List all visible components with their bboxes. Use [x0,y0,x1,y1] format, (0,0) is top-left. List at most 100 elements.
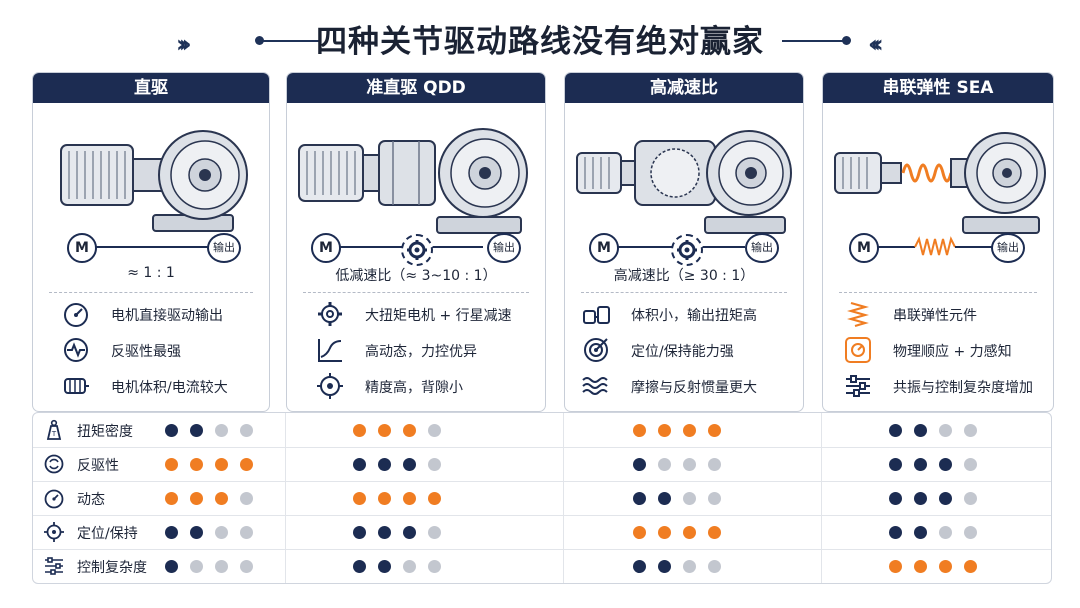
rating-dot [428,560,441,573]
rating-dot [190,492,203,505]
svg-text:T: T [51,430,57,438]
rating-dot [708,424,721,437]
rating-dot [914,526,927,539]
rating-dot [964,424,977,437]
gear-stage-node [671,234,703,266]
rating-dot [428,458,441,471]
table-row-backdrivability: 反驱性 [33,447,1051,482]
rating-dot [633,526,646,539]
rating-dot [914,492,927,505]
spring-icon [846,301,870,328]
table-row-torque-density: T 扭矩密度 [33,413,1051,448]
rating-dot [428,526,441,539]
card-high-ratio: 高减速比 M 输出 高减速比（≥ 30 : 1） 体积小，输出扭矩高 定位/保持… [564,72,804,412]
rating-dot [658,492,671,505]
rating-dot [165,560,178,573]
motor-node: M [67,233,97,263]
rating-dot [240,560,253,573]
rating-dot [889,424,902,437]
rating-dot [708,492,721,505]
rating-dot [240,424,253,437]
rating-dot [889,492,902,505]
table-row-dynamics: 动态 [33,481,1051,516]
divider [49,292,253,293]
rating-dot [190,560,203,573]
rating-dot [658,424,671,437]
rating-dot [403,492,416,505]
divider [839,292,1037,293]
card-title: 高减速比 [565,73,803,103]
rating-dot [403,458,416,471]
gear-icon [407,240,427,260]
rating-dot [165,492,178,505]
output-node: 输出 [991,233,1025,263]
rating-dot [658,458,671,471]
rating-dot [378,458,391,471]
rating-dot [939,424,952,437]
rating-dot [428,492,441,505]
table-row-control-complexity: 控制复杂度 [33,549,1051,583]
rating-dot [964,458,977,471]
rating-dot [403,424,416,437]
rating-dot [683,560,696,573]
rating-dot [914,458,927,471]
rating-dot [215,424,228,437]
rating-dot [889,458,902,471]
qdd-motor-illustration [298,128,528,234]
motor-node: M [311,233,341,263]
rating-dot [708,560,721,573]
output-node: 输出 [745,233,779,263]
table-row-positioning: 定位/保持 [33,515,1051,550]
ratio-label: 低减速比（≈ 3~10 : 1） [335,268,497,284]
rating-dot [353,560,366,573]
rating-dot [215,526,228,539]
high-ratio-motor-illustration [576,130,792,234]
rating-dot [378,424,391,437]
ratio-label: ≈ 1 : 1 [127,265,175,281]
rating-dot [683,458,696,471]
rating-dot [683,526,696,539]
title-rule-dot-right [842,36,851,45]
rating-dot [353,492,366,505]
drive-chain-flow [81,246,213,248]
rating-dot [633,424,646,437]
crosshair-icon [44,522,64,542]
rating-dot [240,458,253,471]
card-title: 直驱 [33,73,269,103]
rating-dot [939,458,952,471]
rating-dot [708,526,721,539]
rating-dot [428,424,441,437]
rating-dot [378,560,391,573]
target-icon [584,338,608,362]
divider [581,292,787,293]
curve-icon [318,339,342,362]
rating-dot [683,492,696,505]
ratio-label: 高减速比（≥ 30 : 1） [613,268,755,284]
rating-dot [889,560,902,573]
rating-dot [240,492,253,505]
gauge-icon [64,303,88,327]
rating-dot [708,458,721,471]
rating-dot [658,560,671,573]
page-title: 四种关节驱动路线没有绝对赢家 [316,24,764,60]
rating-dot [683,424,696,437]
rating-dot [914,424,927,437]
sliders-icon [846,375,870,397]
rating-dot [403,560,416,573]
rating-dot [403,526,416,539]
rating-dot [964,526,977,539]
rating-dot [378,526,391,539]
direct-drive-motor-illustration [60,130,248,232]
card-title: 准直驱 QDD [287,73,545,103]
weight-icon [583,306,610,324]
crosshair-icon [317,373,343,399]
force-sensor-icon [845,337,871,363]
rating-dot [353,458,366,471]
rating-dot [215,560,228,573]
output-node: 输出 [207,233,241,263]
motor-node: M [589,233,619,263]
rating-dot [165,458,178,471]
sea-motor-illustration [834,132,1046,234]
rating-dot [633,458,646,471]
rating-dot [190,458,203,471]
